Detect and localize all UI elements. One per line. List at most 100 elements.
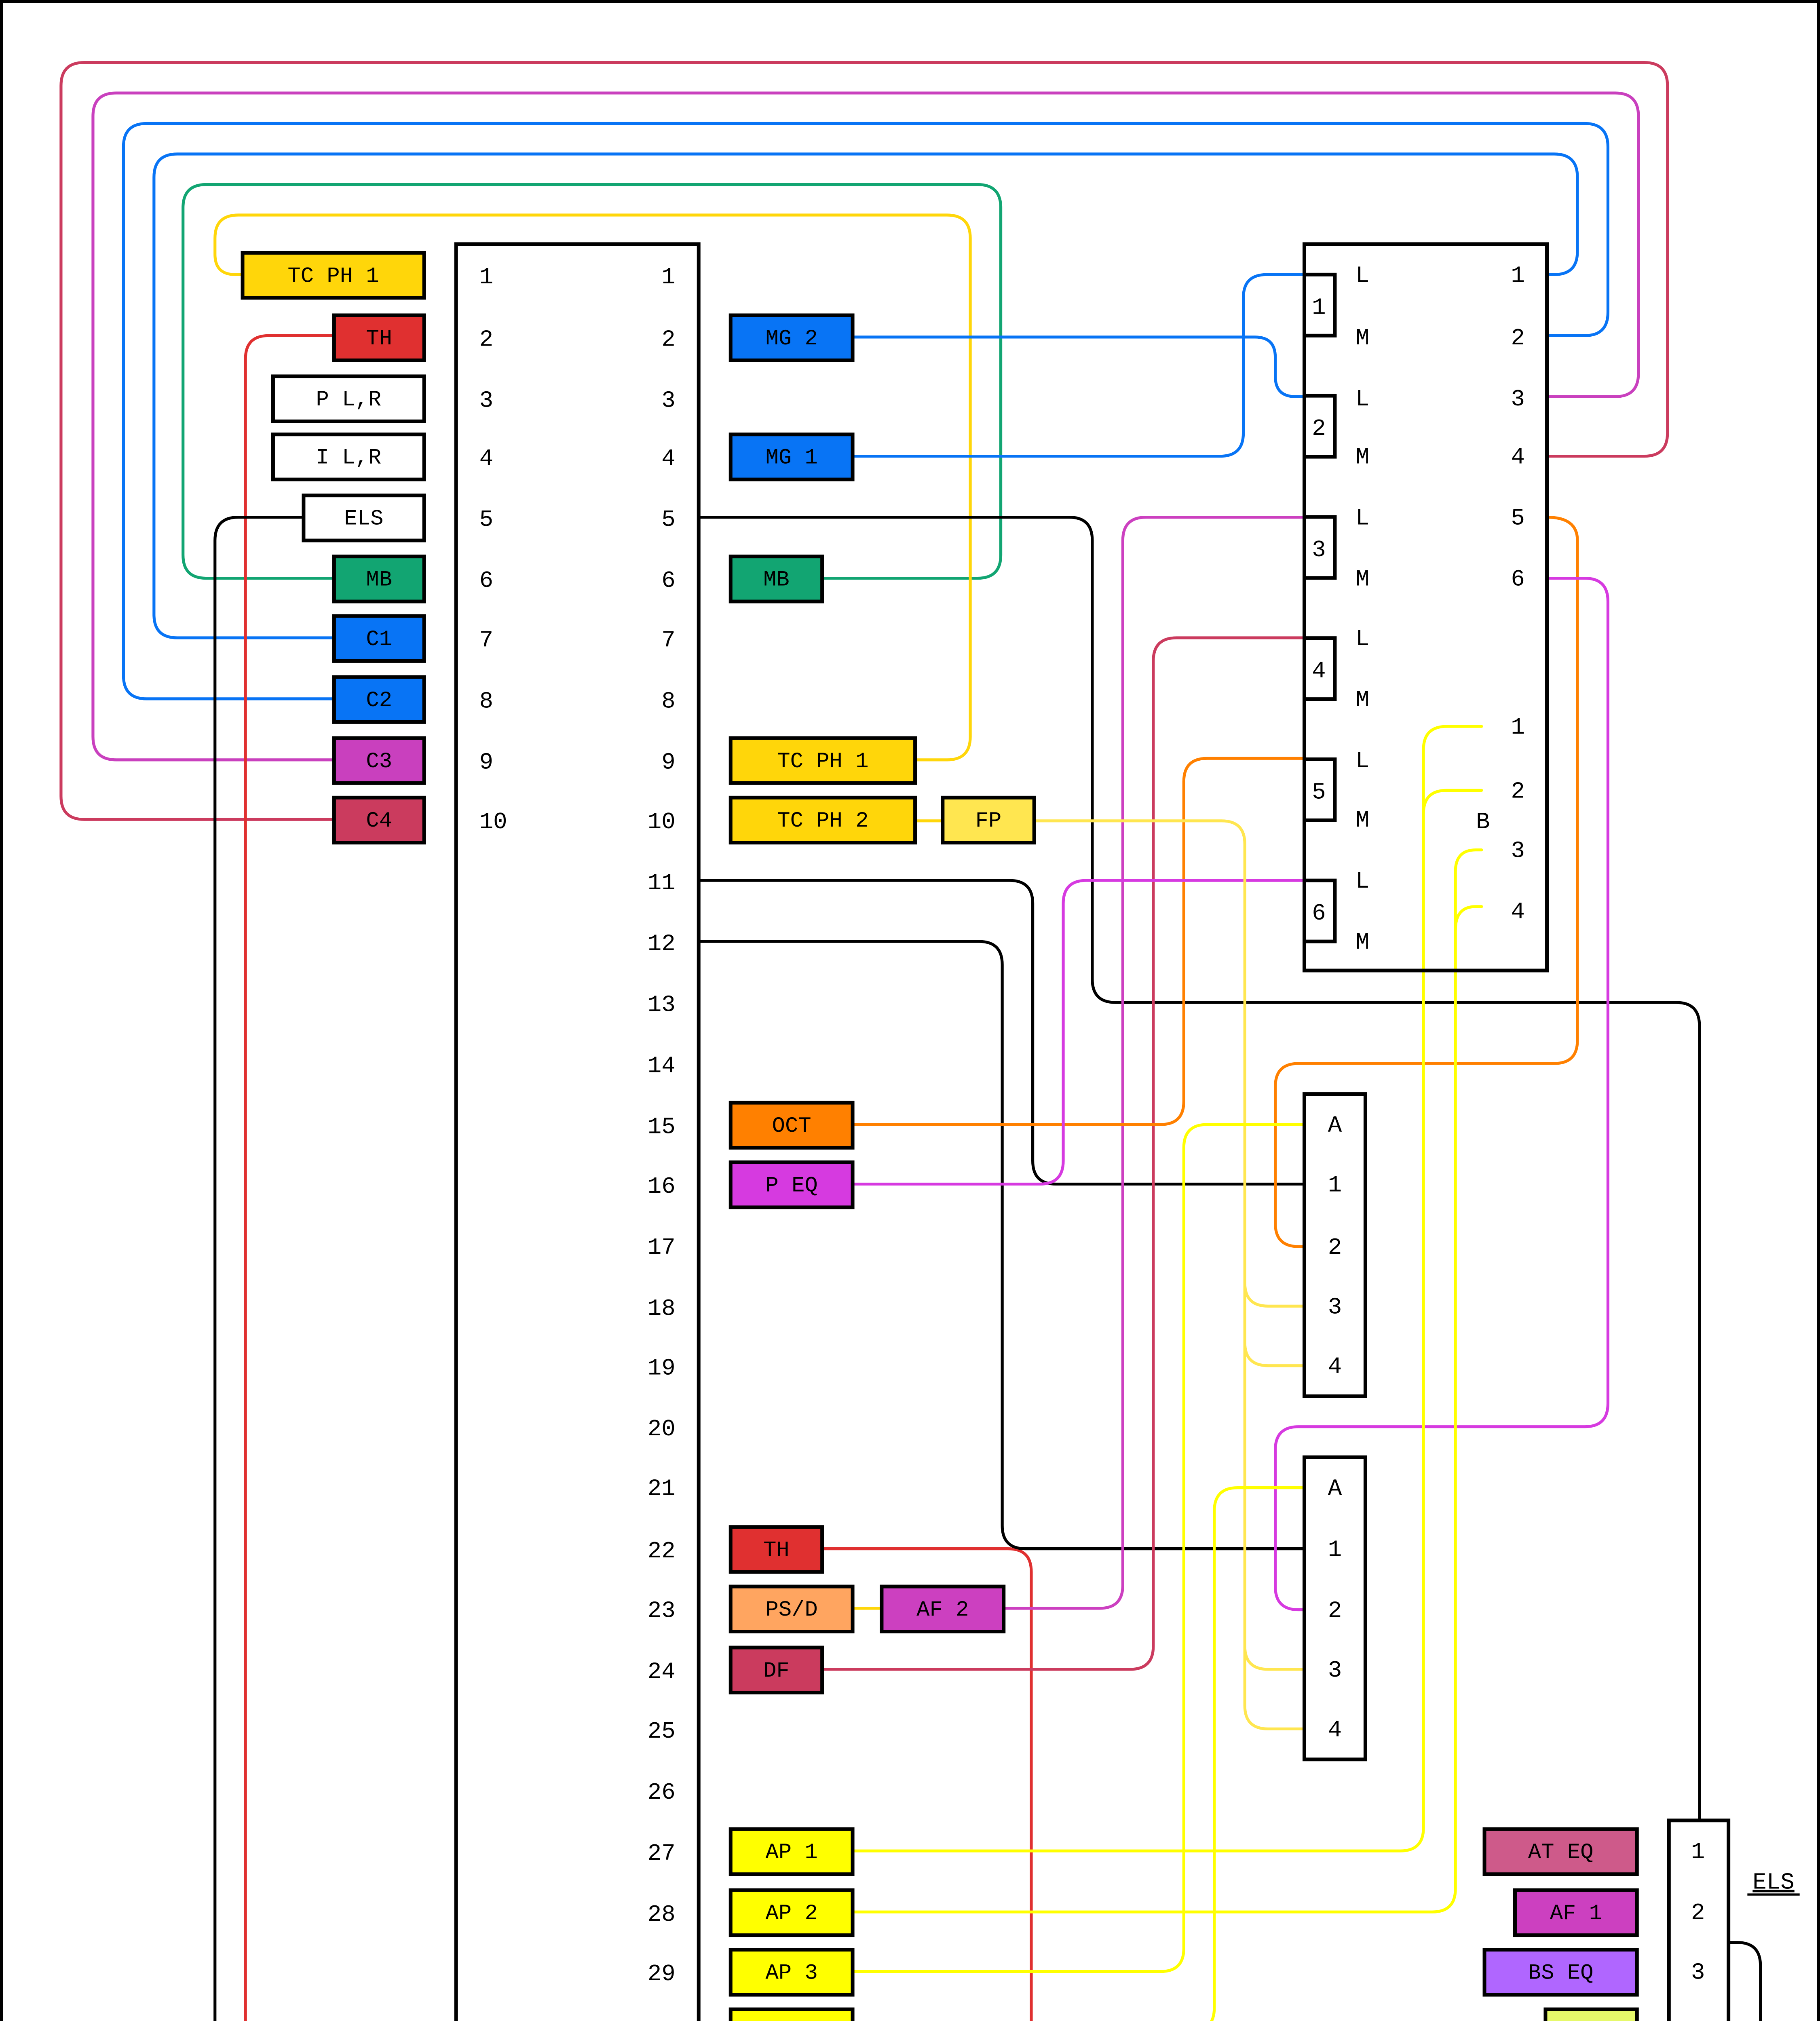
stage-lm-label: M <box>1355 930 1369 956</box>
els-side-label-text: BS EQ <box>1528 1961 1594 1986</box>
panel-right-number: 28 <box>648 1902 676 1928</box>
left-label-text: TC PH 1 <box>287 264 379 289</box>
right-label: AP 4 <box>728 2007 855 2021</box>
panel-right-number: 7 <box>661 627 675 654</box>
left-label-text: MB <box>366 568 392 593</box>
right-label: AF 2 <box>880 1584 1006 1633</box>
panel-right-number: 14 <box>648 1053 676 1080</box>
channel-box <box>1303 636 1337 701</box>
left-label-text: C3 <box>366 749 392 774</box>
right-label: AP 2 <box>728 1888 855 1937</box>
els-side-label: AF 1 <box>1513 1888 1639 1937</box>
right-label: TH <box>728 1525 824 1574</box>
stage-output-number: 4 <box>1511 445 1524 471</box>
panel-right-number: 25 <box>648 1719 676 1745</box>
wire-th <box>244 334 1033 2021</box>
right-label-text: MB <box>763 568 790 593</box>
right-label-box <box>728 2007 855 2021</box>
stage-lm-label: M <box>1355 808 1369 834</box>
left-label-text: I L,R <box>316 446 381 470</box>
els-side-label-box <box>1543 2007 1639 2021</box>
stage-output-number: 3 <box>1511 386 1524 413</box>
right-label: PS/D <box>728 1584 855 1633</box>
right-label-text: AP 1 <box>766 1840 818 1865</box>
panel-right-number: 10 <box>648 809 676 835</box>
els-side-labels: AT EQ AF 1 BS EQ MT <box>1482 1827 1639 2021</box>
wire-ap-4 <box>1210 1486 1306 2021</box>
strip-upper-label: 1 <box>1328 1172 1342 1198</box>
panel-left-number: 5 <box>479 507 493 533</box>
stage-lm-label: L <box>1355 506 1369 532</box>
wire-mg-1 <box>851 273 1306 458</box>
wire-c3 <box>91 91 1640 762</box>
right-label: P EQ <box>728 1160 855 1209</box>
panel-left-number: 3 <box>479 388 493 414</box>
right-label-text: TC PH 1 <box>777 749 868 774</box>
right-label: AP 3 <box>728 1948 855 1997</box>
right-label-box <box>728 313 855 362</box>
panel-right-number: 9 <box>661 749 675 776</box>
channel-box <box>1303 878 1337 943</box>
b-input-number: 1 <box>1511 715 1524 741</box>
left-label: ELS <box>302 494 426 542</box>
left-label-box <box>241 251 426 300</box>
panel-right-number: 21 <box>648 1476 676 1502</box>
right-label-text: DF <box>763 1659 790 1683</box>
wire-af-2 <box>1002 516 1306 1610</box>
wire-b-3 <box>1454 848 1483 932</box>
stage-lm-label: L <box>1355 869 1369 895</box>
panel-right-number: 16 <box>648 1174 676 1200</box>
panel-right-number: 17 <box>648 1235 676 1261</box>
right-label-box <box>728 736 917 785</box>
panel-right-number: 6 <box>661 568 675 594</box>
right-label-box <box>880 1584 1006 1633</box>
right-label-text: MG 2 <box>766 327 818 351</box>
right-label: OCT <box>728 1101 855 1150</box>
left-label: TC PH 1 <box>241 251 426 300</box>
left-label-box <box>302 494 426 542</box>
wire-mg-2 <box>851 335 1306 398</box>
els-side-label-text: AF 1 <box>1550 1901 1602 1926</box>
els-side-label: AT EQ <box>1482 1827 1639 1876</box>
wires <box>59 61 1762 2021</box>
wire-c2 <box>122 122 1610 700</box>
panel-left-number: 8 <box>479 688 493 715</box>
right-label-box <box>728 1827 855 1876</box>
right-label: MG 1 <box>728 432 855 481</box>
wire-els <box>213 516 1762 2021</box>
panel-left-number: 9 <box>479 749 493 776</box>
wire-mb <box>182 183 1003 580</box>
wire-oct <box>851 757 1306 1126</box>
right-label-text: TH <box>763 1538 790 1563</box>
right-label-box <box>728 795 917 845</box>
left-label-box <box>271 432 426 481</box>
wire-ap-3 <box>851 1123 1306 1973</box>
right-label-text: AF 2 <box>916 1598 969 1622</box>
right-label: DF <box>728 1645 824 1694</box>
right-label-text: AP 2 <box>766 1901 818 1926</box>
els-title: ELS <box>1752 1870 1794 1896</box>
panel-right-number: 26 <box>648 1780 676 1806</box>
strip-lower-label: A <box>1328 1476 1342 1502</box>
els-side-label: MT <box>1543 2007 1639 2021</box>
stage-lm-label: M <box>1355 687 1369 713</box>
stage-lm-label: M <box>1355 445 1369 471</box>
left-label: MB <box>332 555 426 603</box>
channel-box-number: 3 <box>1312 537 1326 563</box>
panel-right-number: 12 <box>648 931 676 958</box>
right-label: TC PH 2 <box>728 795 917 845</box>
channel-box <box>1303 272 1337 338</box>
right-label-box <box>941 795 1036 845</box>
right-label-text: OCT <box>772 1114 811 1139</box>
panel-right-number: 18 <box>648 1296 676 1322</box>
left-label-text: ELS <box>344 507 384 532</box>
b-input-number: 3 <box>1511 838 1524 865</box>
strip-lower-label: 1 <box>1328 1537 1342 1563</box>
wire-main-5-els <box>697 516 1701 1822</box>
channel-box <box>1303 757 1337 822</box>
right-label-box <box>728 1101 855 1150</box>
stage-lm-label: M <box>1355 567 1369 593</box>
b-input-number: 2 <box>1511 778 1524 805</box>
